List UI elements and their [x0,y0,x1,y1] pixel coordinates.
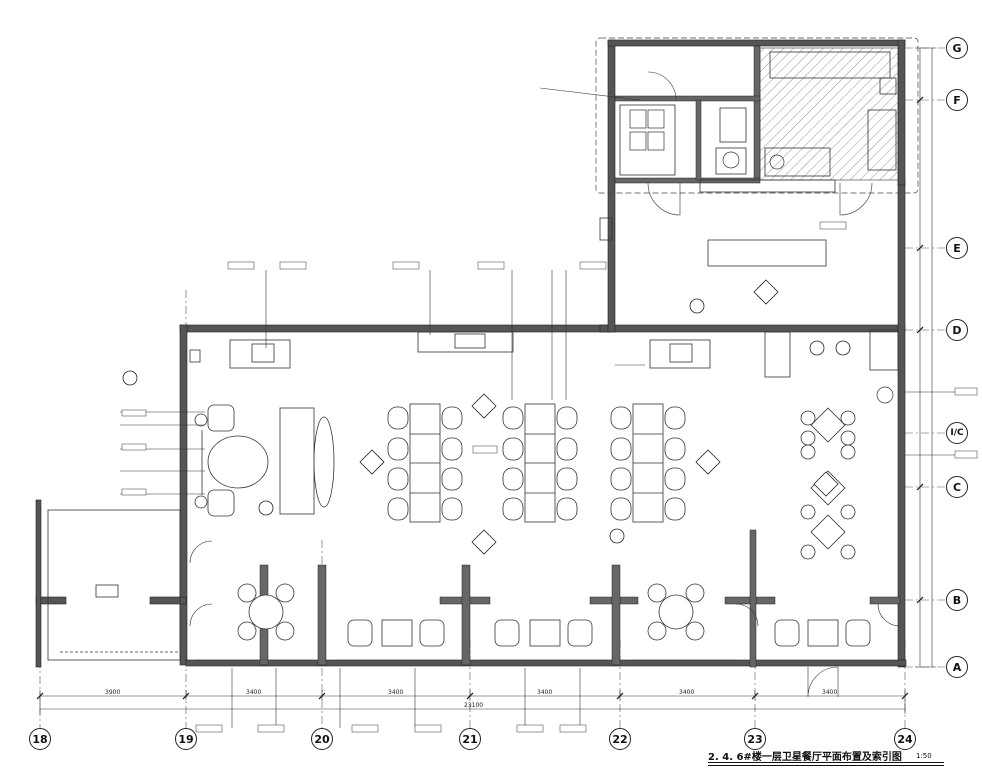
dimension-21-22: 3400 [537,689,553,696]
grid-bubble-d: D [946,319,968,341]
grid-bubble-g: G [946,37,968,59]
grid-bubble-f: F [946,89,968,111]
cabinetry [189,51,899,515]
dimension-ticks [36,96,924,700]
door-swings [189,71,901,698]
grid-bubble-21: 21 [459,728,481,750]
leader-lines [120,87,955,728]
grid-bubble-24: 24 [894,728,916,750]
round-tables [237,583,705,641]
kitchen-dashed-outline [595,37,919,194]
grid-bubble-b: B [946,589,968,611]
lounge-furniture [194,404,335,517]
dining-tables [409,403,664,523]
annotation-tags [121,221,978,733]
grid-bubble-c: C [946,476,968,498]
index-markers [122,279,851,555]
grid-bubble-19: 19 [175,728,197,750]
grid-bubble-e: E [946,237,968,259]
booth-seating [347,619,871,647]
grid-bubble-22: 22 [609,728,631,750]
grid-bubble-20: 20 [311,728,333,750]
grid-bubble-18: 18 [29,728,51,750]
dimension-lines [39,47,936,714]
grid-bubble-a: A [946,656,968,678]
drawing-scale: 1:50 [916,752,932,760]
exterior-walls [35,39,907,668]
grid-bubble-ic: I/C [946,422,968,444]
dimension-18-19: 3900 [105,689,121,696]
title-underline [708,762,944,763]
bathroom-fixtures [629,109,894,404]
outdoor-area [47,509,740,661]
dining-chairs [387,406,686,521]
drawing-title: 2. 4. 6#楼一层卫星餐厅平面布置及索引图 [708,752,902,763]
kitchen-hatch [759,47,899,181]
dimension-22-23: 3400 [679,689,695,696]
dimension-23-24: 3400 [822,689,838,696]
dimension-20-21: 3400 [388,689,404,696]
overall-dimension: 23100 [464,702,484,709]
grid-bubble-23: 23 [744,728,766,750]
title-underline-thin [708,765,944,766]
drawing-title-block: 2. 4. 6#楼一层卫星餐厅平面布置及索引图 1:50 [708,746,948,768]
dimension-19-20: 3400 [246,689,262,696]
